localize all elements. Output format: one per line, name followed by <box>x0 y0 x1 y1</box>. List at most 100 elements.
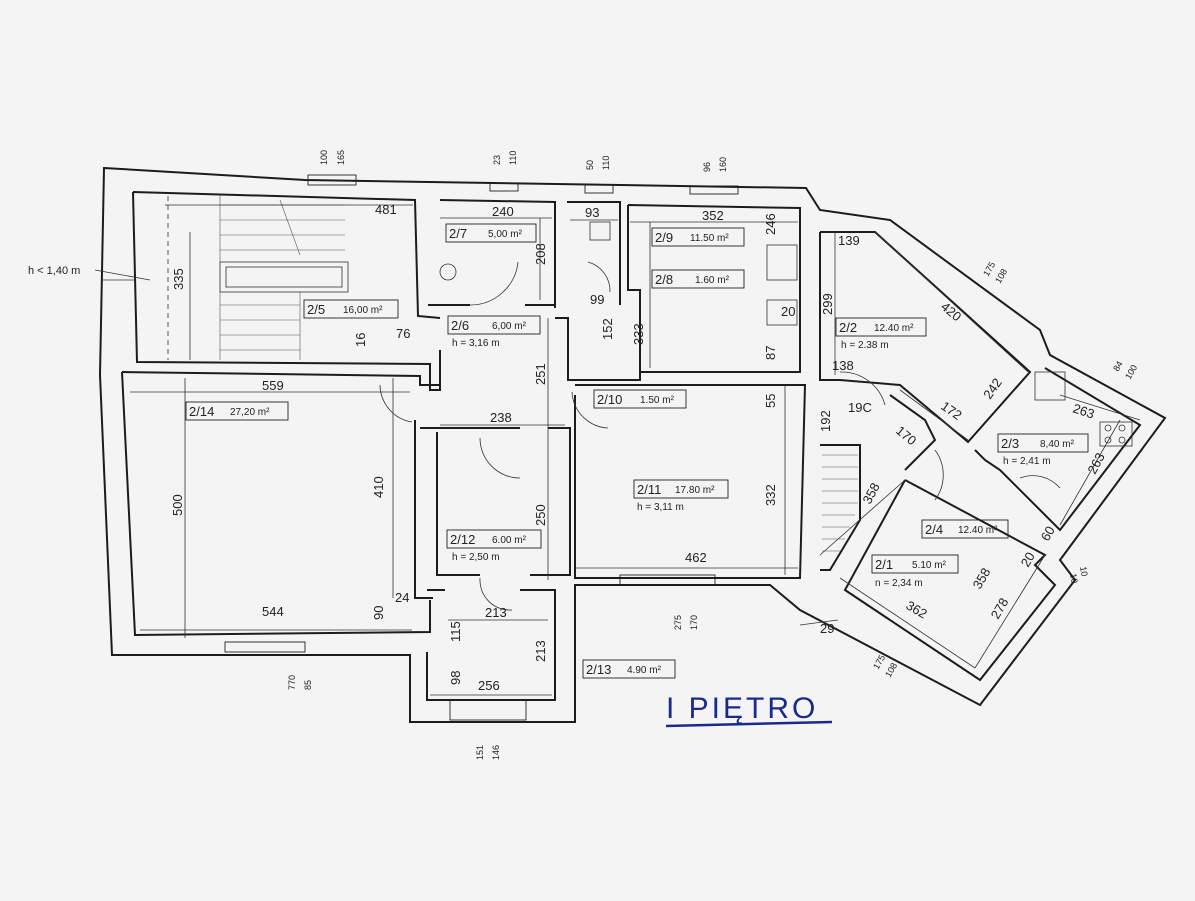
svg-text:1.50 m²: 1.50 m² <box>640 395 675 406</box>
door-swing <box>839 371 886 406</box>
room-2-3-label: 2/3 8,40 m² h = 2,41 m <box>997 433 1089 467</box>
room-2-5-label: 2/5 16,00 m² <box>303 299 399 319</box>
dim-label: 420 <box>938 299 964 324</box>
door-swing <box>479 577 513 611</box>
dim-label: 20 <box>781 304 795 319</box>
door-swing <box>469 261 519 306</box>
outer-wall-outline <box>98 166 1167 723</box>
svg-text:16,00 m²: 16,00 m² <box>343 305 383 316</box>
dim-label: 10 <box>1078 566 1090 578</box>
dim-label: 242 <box>980 375 1005 401</box>
door-swings <box>379 261 1061 611</box>
dim-label: 299 <box>820 293 835 315</box>
window <box>224 641 306 653</box>
svg-text:11.50 m²: 11.50 m² <box>690 233 729 244</box>
inner-wall-outline <box>121 371 431 637</box>
dim-label: 362 <box>904 598 930 622</box>
height-note: h < 1,40 m <box>28 265 80 277</box>
svg-text:108: 108 <box>993 267 1009 285</box>
svg-text:770: 770 <box>287 675 297 690</box>
dim-label: 152 <box>600 318 615 340</box>
room-2-1-label: 2/1 5.10 m² n = 2,34 m <box>871 554 959 589</box>
wall-room-2-3 <box>974 367 1142 532</box>
window <box>449 699 527 721</box>
dim-label: 251 <box>533 363 548 385</box>
svg-text:50: 50 <box>585 160 595 170</box>
dim-label: 240 <box>492 204 514 219</box>
dim-label: 10 <box>1068 573 1080 585</box>
dim-label: 250 <box>533 504 548 526</box>
svg-text:2/7: 2/7 <box>449 226 467 241</box>
svg-text:110: 110 <box>508 151 518 165</box>
wall-lobby-2-1 <box>889 394 937 471</box>
svg-text:2/6: 2/6 <box>451 318 469 333</box>
svg-text:85: 85 <box>303 680 313 690</box>
wall-room-2-11 <box>574 384 807 579</box>
wall-room-2-12 <box>420 427 571 576</box>
wall-room-2-5 <box>132 191 441 391</box>
room-2-14-label: 2/14 27,20 m² <box>185 401 289 421</box>
svg-text:h = 3,11 m: h = 3,11 m <box>637 502 684 513</box>
svg-text:h = 2,50 m: h = 2,50 m <box>452 552 500 563</box>
svg-text:1.60 m²: 1.60 m² <box>695 275 730 286</box>
window <box>619 574 716 586</box>
stair-landing <box>219 261 349 293</box>
dim-label: 263 <box>1071 401 1096 422</box>
room-2-9-label: 2/9 11.50 m² <box>651 227 745 247</box>
door-swing <box>479 437 521 479</box>
washbasin-icon <box>589 221 611 241</box>
svg-text:151: 151 <box>475 745 485 760</box>
sink-icon <box>1034 371 1066 401</box>
dim-label: 238 <box>490 410 512 425</box>
svg-text:2/14: 2/14 <box>189 404 214 419</box>
stove-icon <box>766 299 798 326</box>
dim-label: 98 <box>448 671 463 685</box>
wall-room-2-13 <box>426 589 556 701</box>
dim-label: 410 <box>371 476 386 498</box>
door-swing <box>587 261 611 293</box>
dim-label: 24 <box>395 590 409 605</box>
dim-label: 90 <box>371 606 386 620</box>
svg-text:2/13: 2/13 <box>586 662 611 677</box>
svg-text:110: 110 <box>601 156 611 170</box>
dim-label: 358 <box>970 565 994 591</box>
svg-text:2/2: 2/2 <box>839 320 857 335</box>
dim-label: 333 <box>631 323 646 345</box>
svg-text:2/11: 2/11 <box>637 482 661 497</box>
dim-label: 87 <box>763 346 778 360</box>
svg-text:2/12: 2/12 <box>450 532 475 547</box>
svg-text:h = 2,41 m: h = 2,41 m <box>1003 456 1051 467</box>
wall-room-2-7 <box>428 199 556 308</box>
svg-text:2/9: 2/9 <box>655 230 673 245</box>
dim-label: 462 <box>685 550 707 565</box>
dim-label: 170 <box>893 423 919 448</box>
door-swing <box>379 384 413 423</box>
dim-label: 213 <box>485 605 507 620</box>
room-labels: 2/5 16,00 m² 2/7 5,00 m² 2/6 6,00 m² h =… <box>185 223 1089 679</box>
svg-text:23: 23 <box>492 155 502 165</box>
svg-text:160: 160 <box>718 157 728 172</box>
svg-text:6.00 m²: 6.00 m² <box>492 535 527 546</box>
svg-text:2/4: 2/4 <box>925 522 943 537</box>
svg-text:96: 96 <box>702 162 712 172</box>
dimension-lines <box>102 204 1141 696</box>
svg-text:84: 84 <box>1111 359 1125 373</box>
window-marks <box>224 174 739 721</box>
room-2-11-label: 2/11 17.80 m² h = 3,11 m <box>633 479 729 513</box>
dim-label: 481 <box>375 202 397 217</box>
svg-text:100: 100 <box>1123 363 1139 381</box>
door-swing <box>571 391 609 429</box>
dim-label: 256 <box>478 678 500 693</box>
dim-label: 29 <box>820 621 834 636</box>
dim-label: 332 <box>763 484 778 506</box>
svg-text:2/1: 2/1 <box>875 557 893 572</box>
svg-text:108: 108 <box>883 661 899 679</box>
dim-label: 559 <box>262 378 284 393</box>
room-2-8-label: 2/8 1.60 m² <box>651 269 745 289</box>
cooktop-icon <box>1099 421 1133 447</box>
dim-label: 335 <box>171 268 186 290</box>
window <box>584 184 614 194</box>
dim-label: 246 <box>763 213 778 235</box>
